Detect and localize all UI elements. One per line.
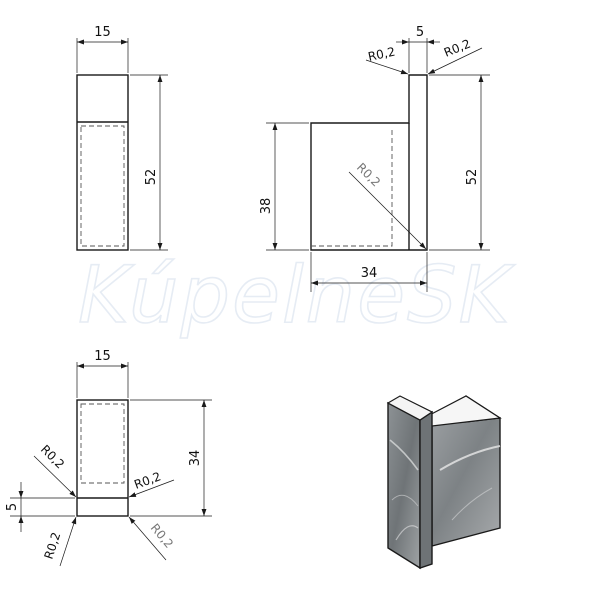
isometric-view bbox=[386, 395, 502, 570]
side-view-radius-inner-label: R0,2 bbox=[354, 160, 383, 189]
bottom-view-width-label: 15 bbox=[94, 349, 111, 364]
bottom-view-radius-lower-left-label: R0,2 bbox=[42, 531, 64, 561]
side-view-thickness-label: 5 bbox=[416, 25, 424, 40]
watermark: KúpelneSK bbox=[78, 251, 516, 341]
iso-hook-front-face bbox=[387, 401, 421, 570]
side-view-inner-height-label: 38 bbox=[259, 198, 274, 215]
front-view-height-label: 52 bbox=[144, 169, 159, 186]
bottom-view-hidden-outline bbox=[80, 403, 125, 484]
front-view-width-label: 15 bbox=[94, 25, 111, 40]
front-view-outline bbox=[76, 74, 129, 251]
bottom-view-radius-upper-right-label: R0,2 bbox=[132, 469, 163, 492]
bottom-view-radius-upper-left-label: R0,2 bbox=[38, 442, 67, 471]
bottom-view-height-label: 34 bbox=[188, 450, 203, 467]
iso-hook-top-face bbox=[386, 395, 434, 421]
side-view-radius-right-label: R0,2 bbox=[442, 37, 473, 60]
side-view-depth-label: 34 bbox=[361, 266, 378, 281]
iso-back-plate-front bbox=[431, 417, 501, 547]
iso-hook-side-face bbox=[419, 410, 433, 569]
bottom-view-thickness-label: 5 bbox=[5, 503, 20, 511]
bottom-view-outline bbox=[76, 399, 129, 517]
bottom-view: 15 34 5 R0,2 R0,2 R0,2 R0,2 bbox=[5, 349, 212, 567]
side-view-hidden-outline bbox=[311, 127, 393, 247]
front-view: 15 52 bbox=[76, 25, 168, 251]
bottom-view-radius-lower-right-label: R0,2 bbox=[148, 521, 176, 551]
front-view-hidden-outline bbox=[80, 125, 125, 247]
side-view-total-height-label: 52 bbox=[465, 169, 480, 186]
side-view-radius-left-label: R0,2 bbox=[367, 45, 397, 64]
